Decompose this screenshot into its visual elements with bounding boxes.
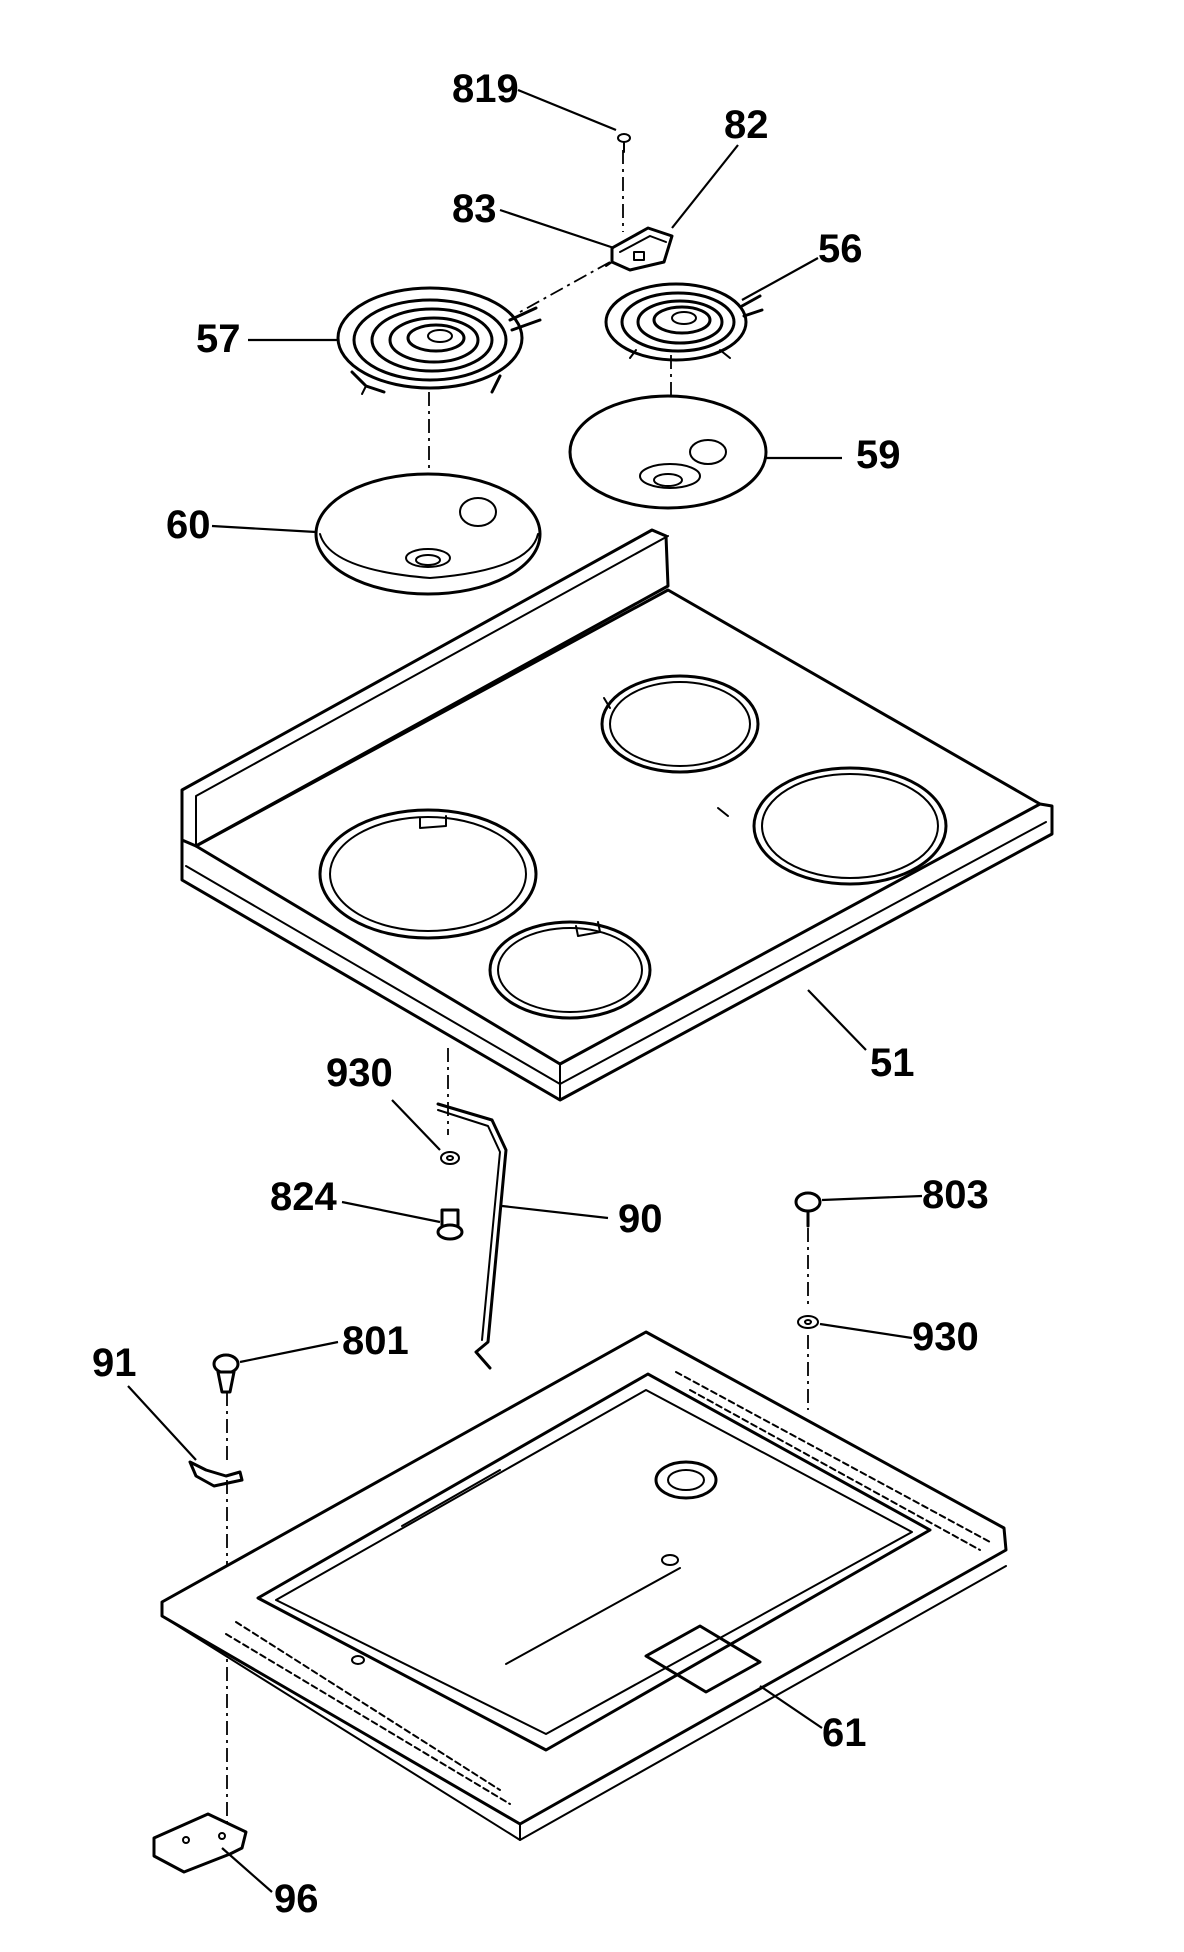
callout-803: 803 (922, 1173, 989, 1217)
terminal-block-82 (605, 226, 674, 272)
callout-57: 57 (196, 317, 241, 361)
screw-801 (212, 1353, 240, 1394)
washer-930-top (440, 1151, 460, 1165)
washer-930-right (797, 1315, 819, 1329)
assembly-centerlines (226, 150, 809, 1840)
callout-819: 819 (452, 67, 519, 111)
callout-51: 51 (870, 1041, 915, 1085)
callout-930-right: 930 (912, 1315, 979, 1359)
callout-83: 83 (452, 187, 497, 231)
callout-61: 61 (822, 1711, 867, 1755)
surface-unit-57 (336, 286, 542, 395)
cooktop-51 (180, 528, 1054, 1102)
callout-56: 56 (818, 227, 863, 271)
main-top-61 (160, 1330, 1008, 1841)
callout-90: 90 (618, 1197, 663, 1241)
callout-96: 96 (274, 1877, 319, 1921)
screw-819 (617, 133, 631, 153)
bracket-96 (152, 1812, 248, 1874)
drip-pan-60 (314, 472, 542, 596)
callout-930-top: 930 (326, 1051, 393, 1095)
callout-labels: 819 82 83 56 57 59 60 51 930 824 90 803 … (92, 67, 989, 1921)
callout-59: 59 (856, 433, 901, 477)
rod-90 (436, 1102, 508, 1370)
callout-91: 91 (92, 1341, 137, 1385)
callout-824: 824 (270, 1175, 337, 1219)
screw-824 (436, 1208, 464, 1241)
bracket-91 (188, 1460, 244, 1488)
leader-lines (127, 88, 923, 1893)
surface-unit-56 (604, 282, 764, 362)
callout-801: 801 (342, 1319, 409, 1363)
callout-60: 60 (166, 503, 211, 547)
callout-82: 82 (724, 103, 769, 147)
drip-pan-59 (568, 394, 768, 510)
screw-803 (794, 1191, 822, 1228)
